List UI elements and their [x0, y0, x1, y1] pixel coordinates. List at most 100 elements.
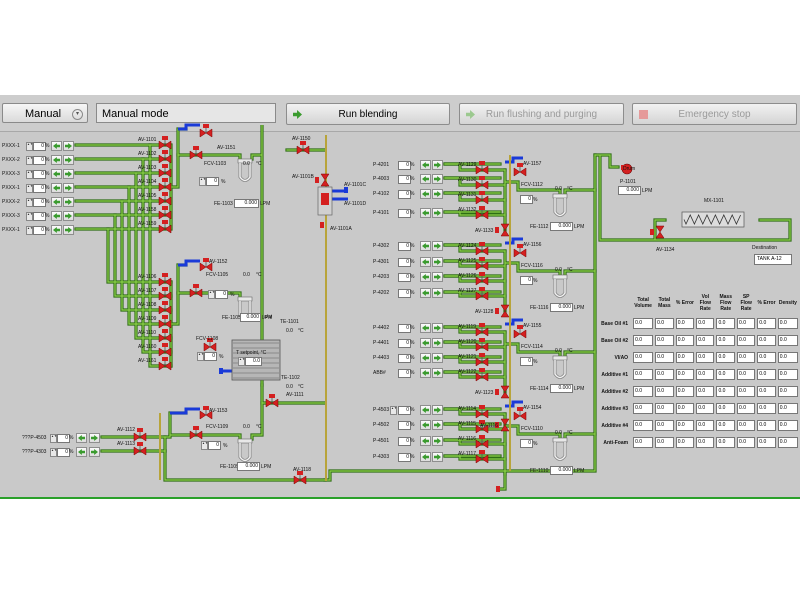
- mode-select[interactable]: Manual ▾: [2, 103, 88, 123]
- drain-valve-icon[interactable]: [320, 222, 324, 228]
- decrease-button[interactable]: [51, 141, 62, 151]
- decrease-button[interactable]: [420, 160, 431, 170]
- inlet-setpoint[interactable]: 0: [33, 170, 46, 179]
- fcv-position[interactable]: 0: [520, 357, 533, 366]
- heater-setpoint[interactable]: 0.0: [245, 357, 262, 366]
- decrease-button[interactable]: [420, 436, 431, 446]
- decrease-button[interactable]: [420, 208, 431, 218]
- increase-button[interactable]: [432, 174, 443, 184]
- decrease-button[interactable]: [51, 155, 62, 165]
- increase-button[interactable]: [63, 155, 74, 165]
- valve-icon[interactable]: [320, 173, 330, 187]
- increase-button[interactable]: [432, 257, 443, 267]
- increase-button[interactable]: [432, 368, 443, 378]
- fcv-position[interactable]: 0: [520, 195, 533, 204]
- decrease-button[interactable]: [51, 183, 62, 193]
- decrease-button[interactable]: [420, 272, 431, 282]
- inlet-setpoint[interactable]: 0: [33, 212, 46, 221]
- fcv-position[interactable]: 0: [520, 439, 533, 448]
- inlet-setpoint[interactable]: 0: [398, 339, 411, 348]
- inlet-setpoint[interactable]: 0: [398, 369, 411, 378]
- increase-button[interactable]: [432, 338, 443, 348]
- decrease-button[interactable]: [420, 353, 431, 363]
- decrease-button[interactable]: [51, 169, 62, 179]
- increase-button[interactable]: [432, 288, 443, 298]
- increase-button[interactable]: [432, 241, 443, 251]
- spin-control[interactable]: ▲▼: [197, 352, 204, 361]
- increase-button[interactable]: [432, 208, 443, 218]
- dropdown-arrow-icon[interactable]: ▾: [72, 109, 83, 120]
- spin-control[interactable]: ▲▼: [26, 156, 33, 165]
- spin-control[interactable]: ▲▼: [50, 448, 57, 457]
- fcv-position[interactable]: 0: [208, 441, 221, 450]
- decrease-button[interactable]: [420, 338, 431, 348]
- destination-field[interactable]: TANK A-12: [754, 254, 792, 265]
- inlet-setpoint[interactable]: 0: [33, 226, 46, 235]
- decrease-button[interactable]: [420, 323, 431, 333]
- inlet-setpoint[interactable]: 0: [398, 453, 411, 462]
- decrease-button[interactable]: [51, 225, 62, 235]
- spin-control[interactable]: ▲▼: [199, 177, 206, 186]
- decrease-button[interactable]: [420, 174, 431, 184]
- increase-button[interactable]: [432, 353, 443, 363]
- fcv-position[interactable]: 0: [215, 290, 228, 299]
- inlet-setpoint[interactable]: 0: [57, 434, 70, 443]
- inlet-setpoint[interactable]: 0: [398, 437, 411, 446]
- decrease-button[interactable]: [420, 420, 431, 430]
- decrease-button[interactable]: [76, 447, 87, 457]
- increase-button[interactable]: [63, 197, 74, 207]
- valve-icon[interactable]: [500, 385, 510, 399]
- inlet-setpoint[interactable]: 0: [398, 289, 411, 298]
- increase-button[interactable]: [63, 211, 74, 221]
- spin-control[interactable]: ▲▼: [238, 357, 245, 366]
- spin-control[interactable]: ▲▼: [26, 184, 33, 193]
- inlet-setpoint[interactable]: 0: [33, 142, 46, 151]
- decrease-button[interactable]: [51, 197, 62, 207]
- spin-control[interactable]: ▲▼: [26, 226, 33, 235]
- increase-button[interactable]: [432, 420, 443, 430]
- inlet-setpoint[interactable]: 0: [398, 406, 411, 415]
- inlet-setpoint[interactable]: 0: [398, 190, 411, 199]
- spin-control[interactable]: ▲▼: [390, 406, 397, 415]
- increase-button[interactable]: [63, 225, 74, 235]
- fcv-position[interactable]: 0: [204, 352, 217, 361]
- inlet-setpoint[interactable]: 0: [398, 421, 411, 430]
- spin-control[interactable]: ▲▼: [26, 170, 33, 179]
- spin-control[interactable]: ▲▼: [26, 212, 33, 221]
- inlet-setpoint[interactable]: 0: [33, 156, 46, 165]
- decrease-button[interactable]: [420, 288, 431, 298]
- fcv-position[interactable]: 0: [520, 276, 533, 285]
- valve-icon[interactable]: [500, 223, 510, 237]
- drain-valve-icon[interactable]: [496, 486, 500, 492]
- decrease-button[interactable]: [420, 368, 431, 378]
- increase-button[interactable]: [432, 160, 443, 170]
- valve-icon[interactable]: [500, 304, 510, 318]
- inlet-setpoint[interactable]: 0: [398, 161, 411, 170]
- increase-button[interactable]: [432, 323, 443, 333]
- inlet-setpoint[interactable]: 0: [398, 209, 411, 218]
- inlet-setpoint[interactable]: 0: [398, 242, 411, 251]
- spin-control[interactable]: ▲▼: [208, 290, 215, 299]
- valve-icon[interactable]: [500, 418, 510, 432]
- decrease-button[interactable]: [420, 241, 431, 251]
- emergency-stop-button[interactable]: Emergency stop: [632, 103, 797, 125]
- run-flushing-button[interactable]: Run flushing and purging: [459, 103, 624, 125]
- inlet-setpoint[interactable]: 0: [33, 198, 46, 207]
- spin-control[interactable]: ▲▼: [26, 142, 33, 151]
- spin-control[interactable]: ▲▼: [201, 441, 208, 450]
- inlet-setpoint[interactable]: 0: [398, 258, 411, 267]
- increase-button[interactable]: [89, 447, 100, 457]
- decrease-button[interactable]: [51, 211, 62, 221]
- fcv-position[interactable]: 0: [206, 177, 219, 186]
- increase-button[interactable]: [63, 183, 74, 193]
- run-blending-button[interactable]: Run blending: [286, 103, 450, 125]
- increase-button[interactable]: [432, 452, 443, 462]
- inlet-setpoint[interactable]: 0: [398, 324, 411, 333]
- increase-button[interactable]: [432, 436, 443, 446]
- increase-button[interactable]: [432, 272, 443, 282]
- increase-button[interactable]: [432, 405, 443, 415]
- increase-button[interactable]: [63, 169, 74, 179]
- decrease-button[interactable]: [420, 257, 431, 267]
- increase-button[interactable]: [89, 433, 100, 443]
- spin-control[interactable]: ▲▼: [26, 198, 33, 207]
